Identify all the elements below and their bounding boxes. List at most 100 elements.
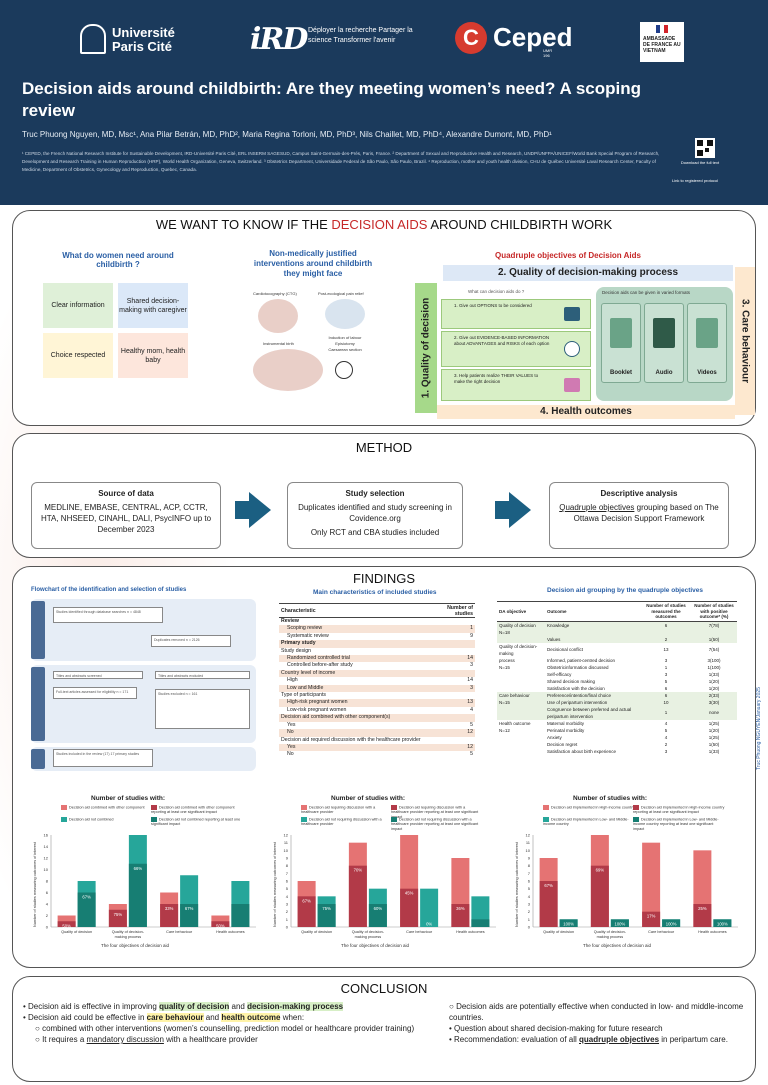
bar-significant — [559, 919, 578, 927]
y-tick-label: 0 — [528, 925, 531, 930]
bar — [642, 842, 661, 927]
table1-title: Main characteristics of included studies — [313, 589, 437, 596]
list-icon — [564, 307, 580, 321]
upc-emblem-icon — [80, 24, 106, 54]
video-icon — [696, 318, 718, 348]
section-title-method: METHOD — [355, 440, 413, 455]
bar-significant — [451, 904, 470, 927]
y-tick-label: 8 — [46, 879, 49, 884]
ceped-c-icon: C — [455, 22, 487, 54]
affiliations: ¹ CEPED, the French National Research In… — [22, 151, 660, 172]
format-videos: Videos — [687, 303, 727, 383]
bar-data-label: 67% — [185, 906, 194, 911]
legend-item: Decision aid combined with other compone… — [151, 805, 235, 814]
table-row: Study design — [281, 647, 311, 654]
y-tick-label: 8 — [286, 863, 289, 868]
bar — [420, 888, 439, 927]
bar-significant — [180, 904, 199, 927]
bar-significant — [693, 904, 712, 927]
need-cell: Choice respected — [43, 333, 113, 378]
bar-data-label: 33% — [165, 906, 174, 911]
y-tick-label: 11 — [284, 840, 289, 845]
chart-title: Number of studies with: — [331, 795, 406, 802]
registered-protocol-link[interactable]: Link to registered protocol — [672, 178, 719, 183]
values-icon — [564, 378, 580, 392]
legend-item: Decision aid requiring discussion with a… — [391, 805, 479, 819]
x-tick-label: Care behaviour — [166, 930, 193, 934]
y-tick-label: 10 — [526, 848, 531, 853]
y-tick-label: 6 — [528, 879, 531, 884]
x-tick-label: Quality of decision-making process — [593, 930, 627, 939]
format-booklet: Booklet — [601, 303, 641, 383]
x-tick-label: Health outcomes — [698, 930, 727, 934]
findings-panel: FINDINGS Flowchart of the identification… — [12, 566, 756, 968]
y-tick-label: 9 — [528, 856, 531, 861]
legend-item: Decision aid requiring discussion with a… — [301, 805, 376, 814]
bar-significant — [160, 904, 179, 927]
stage-identification — [31, 601, 45, 659]
table-row: Country level of income — [279, 669, 475, 678]
legend-item: Decision aid implemented in Low- and Mid… — [633, 817, 719, 831]
qr-code-icon[interactable] — [695, 138, 715, 158]
chart-combined: Number of studies with: Decision aid comb… — [31, 795, 263, 965]
y-tick-label: 9 — [286, 856, 289, 861]
table-row: Congruence between preferred and actual … — [497, 705, 737, 720]
bar-data-label: 66% — [134, 866, 143, 871]
y-tick-label: 7 — [528, 871, 531, 876]
x-tick-label: Care behaviour — [648, 930, 675, 934]
quality-decision-bar: 1. Quality of decision — [415, 283, 437, 413]
y-tick-label: 16 — [44, 833, 49, 838]
x-tick-label: Quality of decision-making process — [351, 930, 385, 939]
info-icon — [564, 341, 580, 357]
y-tick-label: 3 — [528, 902, 531, 907]
section-title-objectives: WE WANT TO KNOW IF THE DECISION AIDS ARO… — [155, 217, 613, 232]
y-tick-label: 1 — [528, 917, 531, 922]
credit: Truc Phuong NGUYEN/January 2025 — [756, 687, 762, 770]
ctg-image — [258, 299, 298, 333]
legend-swatch — [61, 817, 67, 822]
format-audio: Audio — [644, 303, 684, 383]
care-behaviour-bar: 3. Care behaviour — [735, 267, 755, 415]
bar-data-label: 100% — [563, 921, 574, 926]
section-title-conclusion: CONCLUSION — [340, 981, 428, 996]
x-tick-label: Health outcomes — [456, 930, 485, 934]
legend-item: Decision aid implemented in High-income … — [633, 805, 725, 814]
legend-swatch — [633, 805, 639, 810]
needs-grid: Clear information Shared decision-making… — [43, 283, 193, 383]
chart-title: Number of studies with: — [91, 795, 166, 802]
quadruple-title: Quadruple objectives of Decision Aids — [495, 251, 641, 260]
flowchart: Studies identified through database sear… — [31, 599, 271, 771]
formats-box: Decision aids can be given in varied for… — [596, 287, 733, 401]
stage-screening — [31, 667, 45, 741]
method-box-analysis: Descriptive analysis Quadruple objective… — [549, 482, 729, 549]
legend-item: Decision aid not combined — [61, 817, 153, 822]
table-row: Primary study — [279, 640, 475, 648]
legend-swatch — [151, 805, 157, 810]
legend-swatch — [543, 805, 549, 810]
legend-swatch — [391, 817, 397, 822]
arrow-right-icon — [235, 492, 271, 528]
arrow-right-icon — [495, 492, 531, 528]
bar-significant — [713, 919, 732, 927]
y-tick-label: 6 — [286, 879, 289, 884]
y-tick-label: 3 — [286, 902, 289, 907]
table-row: Decision aid combined with other compone… — [279, 714, 475, 722]
bar-data-label: 25% — [698, 906, 707, 911]
conclusion-panel: CONCLUSION • Decision aid is effective i… — [12, 976, 756, 1082]
y-tick-label: 10 — [44, 867, 49, 872]
method-box-source: Source of data MEDLINE, EMBASE, CENTRAL,… — [31, 482, 221, 549]
y-tick-label: 12 — [284, 833, 289, 838]
y-tick-label: 4 — [46, 902, 49, 907]
bar-data-label: 100% — [615, 921, 626, 926]
x-tick-label: Quality of decision-making process — [111, 930, 145, 939]
conclusion-right: ○ Decision aids are potentially effectiv… — [449, 1002, 744, 1044]
y-tick-label: 12 — [526, 833, 531, 838]
